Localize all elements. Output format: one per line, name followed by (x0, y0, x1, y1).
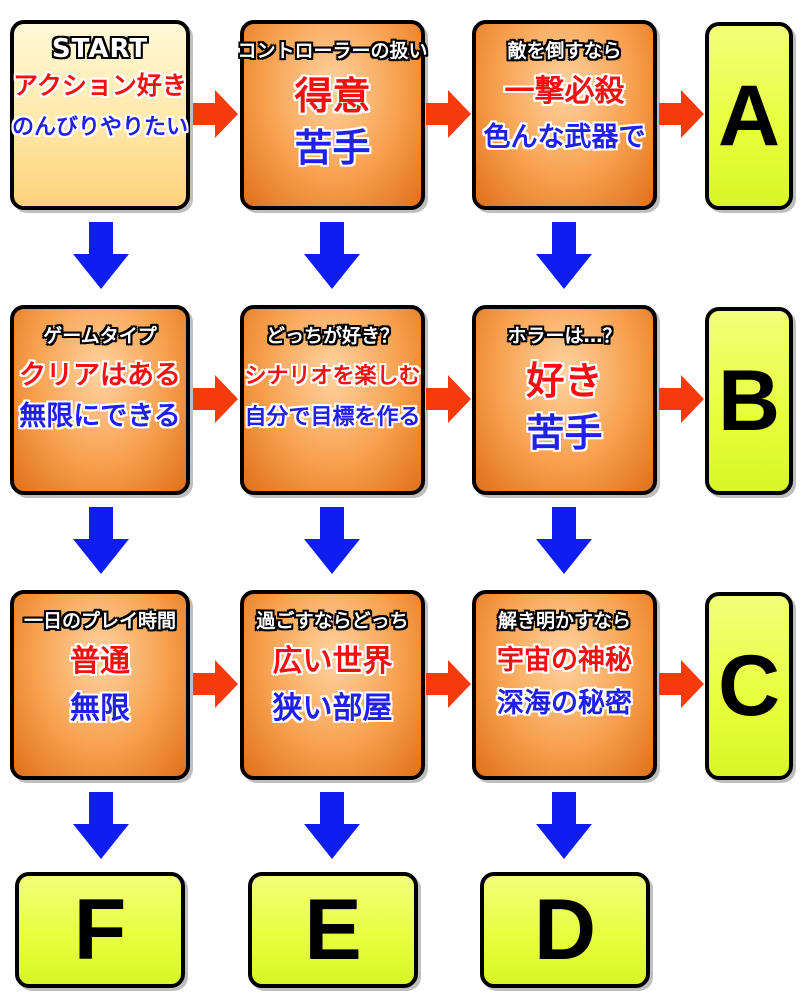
question-box-mystery: 解き明かすなら 宇宙の神秘 深海の秘密 (472, 590, 657, 780)
question-box-horror: ホラーは…？ 好き 苦手 (472, 305, 657, 495)
option-2: 無限 (70, 690, 130, 726)
option-1: 普通 (70, 644, 130, 679)
down-arrow-icon (536, 792, 592, 859)
option-1: シナリオを楽しむ (244, 364, 421, 389)
right-arrow-shape (659, 90, 704, 138)
question-box-preference: どっちが好き？ シナリオを楽しむ 自分で目標を作る (240, 305, 425, 495)
right-arrow-shape (193, 660, 238, 708)
down-arrow-icon (73, 792, 129, 859)
question-title: ホラーは…？ (507, 325, 622, 347)
option-1: 広い世界 (272, 644, 393, 679)
down-arrow-shape (536, 792, 592, 859)
option-2: 深海の秘密 (497, 688, 632, 720)
result-box-e: E (248, 872, 418, 988)
start-option-2: のんびりやりたい (12, 114, 189, 140)
question-title: どっちが好き？ (265, 325, 399, 347)
down-arrow-shape (73, 507, 129, 574)
result-letter: A (717, 68, 781, 164)
question-box-enemy: 敵を倒すなら 一撃必殺 色んな武器で (472, 20, 657, 210)
down-arrow-shape (304, 222, 360, 289)
down-arrow-shape (73, 792, 129, 859)
option-2: 自分で目標を作る (244, 405, 421, 431)
down-arrow-icon (304, 222, 360, 289)
result-letter: D (533, 882, 597, 978)
down-arrow-icon (536, 222, 592, 289)
option-1: 一撃必殺 (504, 74, 625, 109)
down-arrow-icon (536, 507, 592, 574)
right-arrow-icon (426, 660, 471, 708)
start-box: START アクション好き のんびりやりたい (10, 20, 190, 210)
option-2: 色んな武器で (483, 121, 646, 153)
start-option-1: アクション好き (13, 71, 187, 100)
right-arrow-shape (193, 375, 238, 423)
down-arrow-shape (536, 507, 592, 574)
right-arrow-icon (426, 90, 471, 138)
right-arrow-shape (426, 660, 471, 708)
down-arrow-icon (304, 792, 360, 859)
question-title: 過ごすならどっち (256, 610, 409, 632)
question-box-playtime: 一日のプレイ時間 普通 無限 (10, 590, 190, 780)
right-arrow-icon (659, 660, 704, 708)
right-arrow-shape (426, 90, 471, 138)
option-1: 得意 (294, 74, 371, 118)
question-box-gametype: ゲームタイプ クリアはある 無限にできる (10, 305, 190, 495)
option-2: 狭い部屋 (272, 690, 393, 726)
question-box-spend: 過ごすならどっち 広い世界 狭い部屋 (240, 590, 425, 780)
result-letter: C (717, 638, 781, 734)
result-box-b: B (705, 307, 793, 495)
option-2: 苦手 (526, 410, 603, 455)
down-arrow-shape (304, 507, 360, 574)
right-arrow-shape (426, 375, 471, 423)
result-letter: B (717, 353, 781, 449)
down-arrow-icon (73, 222, 129, 289)
option-2: 無限にできる (19, 401, 181, 433)
result-box-d: D (480, 872, 650, 988)
right-arrow-icon (426, 375, 471, 423)
down-arrow-icon (304, 507, 360, 574)
option-1: 宇宙の神秘 (497, 645, 632, 676)
right-arrow-shape (659, 660, 704, 708)
result-box-a: A (705, 22, 793, 210)
down-arrow-shape (73, 222, 129, 289)
right-arrow-icon (193, 660, 238, 708)
result-letter: F (73, 882, 127, 978)
down-arrow-icon (73, 507, 129, 574)
right-arrow-icon (659, 90, 704, 138)
right-arrow-icon (659, 375, 704, 423)
question-title: ゲームタイプ (43, 325, 157, 347)
right-arrow-icon (193, 375, 238, 423)
down-arrow-shape (536, 222, 592, 289)
down-arrow-shape (304, 792, 360, 859)
option-1: 好き (526, 359, 603, 403)
question-box-controller: コントローラーの扱い 得意 苦手 (237, 20, 428, 210)
right-arrow-shape (659, 375, 704, 423)
result-box-f: F (15, 872, 185, 988)
start-title: START (51, 34, 149, 64)
right-arrow-shape (193, 90, 238, 138)
question-title: 解き明かすなら (497, 610, 631, 632)
option-2: 苦手 (294, 125, 371, 170)
result-letter: E (304, 882, 362, 978)
question-title: 一日のプレイ時間 (23, 610, 176, 632)
right-arrow-icon (193, 90, 238, 138)
question-title: コントローラーの扱い (237, 40, 428, 62)
result-box-c: C (705, 592, 793, 780)
question-title: 敵を倒すなら (507, 40, 622, 62)
option-1: クリアはある (19, 360, 181, 391)
